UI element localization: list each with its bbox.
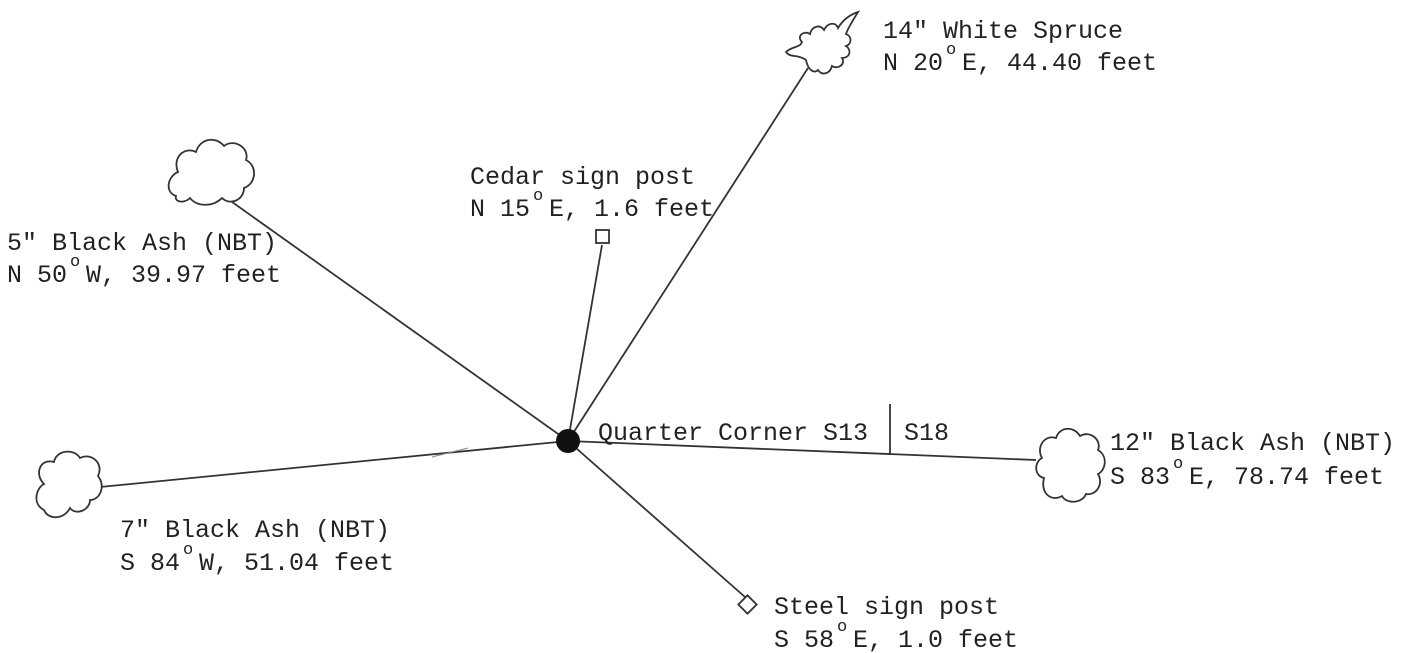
cedar-post-degree-symbol: o <box>533 187 543 206</box>
black-ash-12-bearing-prefix: S 83 <box>1110 463 1170 492</box>
black-ash-5-name: 5" Black Ash (NBT) <box>7 229 277 258</box>
ray-white-spruce <box>567 67 809 442</box>
steel-post-bearing-prefix: S 58 <box>774 626 834 653</box>
ray-black-ash-5 <box>217 191 569 442</box>
white-spruce-degree-symbol: o <box>946 41 956 60</box>
black-ash-12-degree-symbol: o <box>1173 455 1183 474</box>
cedar-post-bearing-prefix: N 15 <box>470 195 530 224</box>
ray-black-ash-12 <box>567 440 1037 461</box>
white-spruce-bearing-prefix: N 20 <box>883 49 943 78</box>
steel-post-degree-symbol: o <box>837 618 847 637</box>
black-ash-7-name: 7" Black Ash (NBT) <box>120 516 390 545</box>
tree-symbol-black-ash-7 <box>35 450 103 519</box>
quarter-corner-label: Quarter Corner S13 <box>598 419 868 448</box>
black-ash-7-degree-symbol: o <box>183 541 193 560</box>
cedar-post-name: Cedar sign post <box>470 163 695 192</box>
white-spruce-name: 14" White Spruce <box>883 17 1123 46</box>
cedar-post-bearing-suffix: E, 1.6 feet <box>549 195 714 224</box>
tree-symbol-black-ash-12 <box>1035 427 1106 503</box>
black-ash-12-name: 12" Black Ash (NBT) <box>1110 429 1395 458</box>
black-ash-12-bearing-suffix: E, 78.74 feet <box>1189 463 1384 492</box>
black-ash-5-bearing-prefix: N 50 <box>7 261 67 290</box>
tree-symbol-black-ash-5 <box>167 138 255 206</box>
white-spruce-bearing-suffix: E, 44.40 feet <box>962 49 1157 78</box>
black-ash-7-bearing-suffix: W, 51.04 feet <box>199 549 394 578</box>
steel-post-bearing-suffix: E, 1.0 feet <box>853 626 1018 653</box>
quarter-corner-monument <box>556 429 580 453</box>
steel-post-name: Steel sign post <box>774 593 999 622</box>
tree-symbol-white-spruce <box>784 10 861 75</box>
ray-cedar-post <box>567 244 603 442</box>
black-ash-5-degree-symbol: o <box>70 253 80 272</box>
section-label-s18: S18 <box>904 419 949 448</box>
ray-black-ash-7 <box>99 440 569 488</box>
cedar-post-symbol <box>595 229 610 244</box>
black-ash-7-bearing-prefix: S 84 <box>120 549 180 578</box>
steel-post-symbol <box>737 594 758 615</box>
black-ash-5-bearing-suffix: W, 39.97 feet <box>86 261 281 290</box>
ray-steel-post <box>567 440 746 598</box>
pencil-mark <box>431 447 469 458</box>
